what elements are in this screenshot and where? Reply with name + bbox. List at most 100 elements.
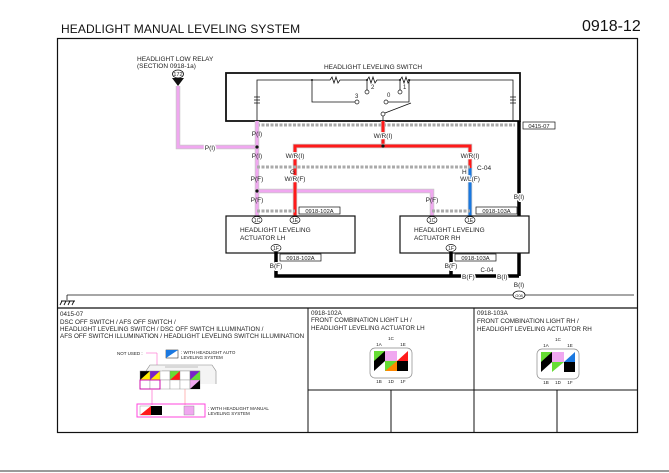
switch-contact-1 [397, 89, 403, 95]
actuator-lh-box [225, 215, 356, 254]
connector-tag-lh-bottom [279, 253, 322, 262]
wire-label-p-i-switch: P(I) [252, 131, 262, 138]
page-number: 0918-12 [582, 18, 641, 35]
wire-label-wr-i-switch: W/R(I) [374, 133, 393, 140]
switch-position-3: 3 [355, 94, 359, 100]
joint-connector-label: C-04 [477, 165, 491, 172]
connector-tag-0415-07-label: 0415-07 [528, 124, 549, 130]
connector-0918-102a-face: 1C 1A 1E 1B 1D 1F [369, 336, 413, 384]
connector-0918-102a-line-1: FRONT COMBINATION LIGHT LH / [311, 317, 412, 324]
connector-tag-rh-top [475, 206, 518, 215]
connector-0415-07-line-3: AFS OFF SWITCH ILLUMINATION / HEADLIGHT … [60, 333, 305, 340]
connector-0918-102a-id: 0918-102A [311, 310, 343, 317]
wire-wr-branch [293, 144, 472, 216]
svg-text:1F: 1F [567, 380, 573, 385]
diagram-frame [56, 37, 639, 434]
note-manual-1: : WITH HEADLIGHT MANUAL [208, 406, 269, 411]
connector-tag-rh-top-label: 0918-103A [482, 209, 510, 215]
svg-text:1E: 1E [400, 342, 406, 347]
switch-position-0: 0 [387, 93, 391, 99]
svg-text:1F: 1F [400, 379, 406, 384]
wire-label-b-i-ground: B(I) [497, 274, 507, 281]
svg-text:1C: 1C [388, 336, 395, 341]
connector-0918-103a-line-1: FRONT COMBINATION LIGHT RH / [477, 318, 579, 325]
wire-label-p-i-lower: P(I) [252, 153, 262, 160]
connector-tag-0415-07 [522, 121, 556, 130]
connector-tag-rh-bottom-label: 0918-103A [461, 256, 489, 262]
connector-0415-07-line-2: HEADLIGHT LEVELING SWITCH / DSC OFF SWIT… [60, 326, 264, 333]
switch-position-1: 1 [403, 85, 407, 91]
joint-g-label: G [290, 169, 295, 176]
switch-wiper-icon [384, 102, 412, 114]
connector-tag-lh-top [298, 206, 341, 215]
wire-label-p-f-lower: P(F) [251, 197, 264, 204]
wire-p-relay-shadow [175, 86, 257, 150]
note-not-used: NOT USED : [117, 351, 143, 356]
wire-label-b-f-ground: B(F) [462, 274, 475, 281]
wire-label-b-i-bottom: B(I) [514, 282, 524, 289]
connector-0918-103a-line-2: HEADLIGHT LEVELING ACTUATOR RH [477, 326, 592, 333]
actuator-lh-label: HEADLIGHT LEVELING [240, 227, 311, 234]
connector-0918-103a-face: 1C 1A 1E 1B 1D 1F [536, 337, 580, 385]
svg-text:1B: 1B [376, 379, 382, 384]
note-auto-1: : WITH HEADLIGHT AUTO [181, 350, 236, 355]
connector-0918-103a-id: 0918-103A [477, 310, 509, 317]
note-manual-2: LEVELING SYSTEM [208, 411, 250, 416]
relay-label: HEADLIGHT LOW RELAY [137, 56, 214, 63]
connector-0918-102a-line-2: HEADLIGHT LEVELING ACTUATOR LH [311, 325, 425, 332]
actuator-lh-label-2: ACTUATOR LH [240, 235, 286, 242]
note-auto-2: LEVELING SYSTEM [181, 355, 223, 360]
wire-label-wr-i-lh: W/R(I) [286, 153, 305, 160]
switch-contact-2 [364, 89, 370, 95]
joint-h-label: H [462, 169, 467, 176]
pin-rh-1f: 1F [448, 246, 454, 252]
wire-p-branch-rh [257, 189, 434, 216]
wire-label-p-f: P(F) [251, 176, 264, 183]
relay-section-label: (SECTION 0918-1a) [137, 63, 196, 70]
connector-tag-lh-bottom-label: 0918-102A [286, 256, 314, 262]
ground-symbol-icon [59, 300, 75, 306]
pin-lh-1e: 1E [292, 218, 299, 224]
wire-b-ground-lh [274, 252, 519, 278]
connector-tag-rh-bottom [454, 253, 497, 262]
wire-label-p-i: P(I) [205, 145, 215, 152]
actuator-rh-label: HEADLIGHT LEVELING [414, 227, 485, 234]
actuator-rh-label-2: ACTUATOR RH [414, 235, 461, 242]
pin-lh-1f: 1F [273, 246, 279, 252]
page-title: HEADLIGHT MANUAL LEVELING SYSTEM [61, 22, 301, 36]
svg-text:1D: 1D [388, 379, 395, 384]
wire-label-wr-f-lh: W/R(F) [285, 176, 306, 183]
illumination-icon-left [254, 96, 260, 104]
wire-p-relay [176, 86, 257, 149]
resistor-chain-icon [312, 75, 411, 85]
svg-text:1A: 1A [543, 343, 549, 348]
pin-rh-1c: 1C [429, 218, 436, 224]
connector-tag-lh-top-label: 0918-102A [305, 209, 333, 215]
switch-position-2: 2 [371, 85, 375, 91]
switch-contact-0 [383, 99, 389, 105]
svg-text:1E: 1E [567, 343, 573, 348]
svg-text:1D: 1D [555, 380, 562, 385]
svg-text:1A: 1A [376, 342, 382, 347]
wire-label-wr-i-rh: W/R(I) [461, 153, 480, 160]
wire-label-b-f-rh: B(F) [445, 263, 458, 270]
footer-divider [0, 470, 669, 472]
pin-lh-1c: 1C [254, 218, 261, 224]
ground-terminal-icon [512, 290, 526, 300]
illumination-icon-right [510, 96, 516, 104]
pin-rh-1e: 1E [467, 218, 474, 224]
ground-joint-label: C-04 [480, 268, 494, 274]
relay-terminal-number: 172 [173, 72, 182, 78]
connector-0415-07-line-1: DSC OFF SWITCH / AFS OFF SWITCH / [60, 319, 176, 326]
ground-terminal-label: G08 [515, 293, 523, 298]
connector-0415-07-face: NOT USED : : WITH HEADLIGHT AUTO LEVELIN… [117, 349, 269, 418]
wire-label-p-f-rh: P(F) [426, 197, 439, 204]
svg-text:1C: 1C [555, 337, 562, 342]
svg-text:1B: 1B [543, 380, 549, 385]
leveling-switch-title: HEADLIGHT LEVELING SWITCH [324, 64, 422, 71]
leveling-switch-box [225, 72, 521, 122]
relay-arrow-icon [172, 78, 184, 86]
switch-contact-3 [354, 99, 360, 105]
wire-label-b-i: B(I) [514, 194, 524, 201]
